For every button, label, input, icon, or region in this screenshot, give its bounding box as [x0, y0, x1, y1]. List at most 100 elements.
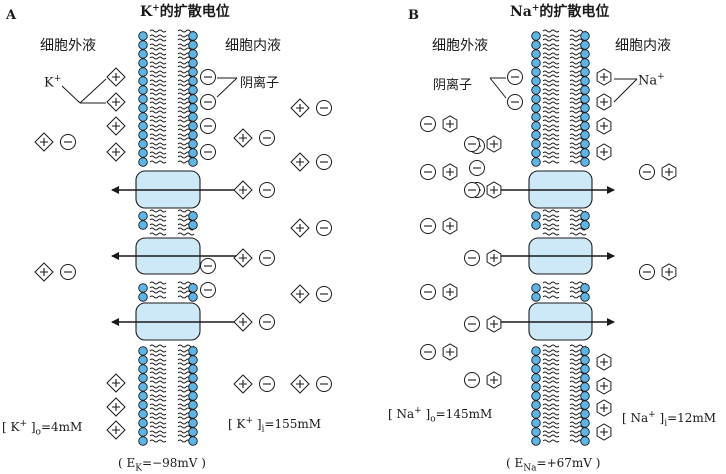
plus-sign	[112, 98, 120, 106]
plus-sign	[239, 380, 247, 388]
panel-b-lipid-tail	[542, 92, 560, 101]
panel-a-title-charge: +	[152, 3, 160, 14]
panel-a-lipid-head	[138, 427, 148, 437]
panel-a-lipid-head	[188, 76, 198, 86]
panel-a-lipid-head	[188, 382, 198, 392]
panel-b-lipid-head	[580, 103, 590, 113]
plus-sign	[112, 426, 120, 434]
panel-a-lipid-head	[138, 58, 148, 68]
panel-b-lipid-head	[531, 139, 541, 149]
panel-a-title-rest: 的扩散电位	[159, 4, 230, 20]
panel-b-na-ion	[486, 315, 502, 333]
panel-a-lipid-tail	[149, 101, 167, 110]
panel-a-k-ion	[106, 142, 126, 162]
panel-b-lipid-tail	[542, 362, 560, 371]
panel-a-lipid-tail	[149, 380, 167, 389]
panel-b-lipid-tail	[542, 146, 560, 155]
panel-a-lipid-tail	[149, 389, 167, 398]
panel-a-anion-ion	[316, 220, 332, 236]
panel-a-anion-ion	[316, 376, 332, 392]
panel-a-lipid-tail	[149, 434, 167, 443]
plus-sign	[296, 380, 304, 388]
panel-b-lipid-tail	[542, 281, 560, 290]
plus-sign	[296, 104, 304, 112]
panel-a-cation-charge: +	[53, 74, 62, 84]
panel-a-lipid-tail	[149, 155, 167, 164]
panel-a-lipid-tail	[149, 353, 167, 362]
plus-sign	[490, 254, 498, 262]
panel-b-lipid-tail	[542, 434, 560, 443]
panel-b-lipid-head	[580, 220, 590, 230]
panel-a-k-ion	[290, 218, 310, 238]
panel-b-anion-ion	[464, 136, 480, 152]
panel-b-title: Na+的扩散电位	[510, 1, 609, 21]
panel-b-lipid-head	[531, 130, 541, 140]
plus-sign	[112, 379, 120, 387]
plus-sign	[490, 320, 498, 328]
plus-sign	[446, 348, 454, 356]
panel-b-title-rest: 的扩散电位	[539, 4, 610, 20]
plus-sign	[239, 186, 247, 194]
panel-a-lipid-tail	[149, 362, 167, 371]
plus-sign	[600, 73, 608, 81]
plus-sign	[296, 290, 304, 298]
panel-b-anion-ion	[464, 316, 480, 332]
panel-b-lipid-tail	[542, 353, 560, 362]
panel-a-outside-label: 细胞外液	[40, 38, 96, 54]
panel-b-lipid-head	[580, 355, 590, 365]
panel-a-conc-in-charge: +	[245, 416, 254, 426]
panel-b-lipid-head	[580, 382, 590, 392]
panel-b-na-ion	[442, 115, 458, 133]
panel-a-lipid-head	[188, 157, 198, 167]
plus-sign	[40, 268, 48, 276]
panel-b-eq-sub: Na	[523, 463, 537, 474]
panel-a-anion-ion	[259, 130, 275, 146]
plus-sign	[296, 224, 304, 232]
panel-b-lipid-head	[531, 40, 541, 50]
panel-a-k-ion	[106, 67, 126, 87]
panel-b-conc-outside: [ Na+ ]o=145mM	[388, 406, 493, 425]
panel-b-inside-label: 细胞内液	[615, 38, 671, 54]
panel-a-anion-ion	[259, 376, 275, 392]
panel-a-anion-ion	[60, 134, 76, 150]
panel-a-k-ion	[290, 152, 310, 172]
panel-a-eq-value: =−98mV	[142, 456, 198, 470]
panel-b-lipid-head	[580, 130, 590, 140]
panel-a-anion-ion	[60, 264, 76, 280]
plus-sign	[239, 134, 247, 142]
panel-a-lipid-tail	[149, 92, 167, 101]
panel-b-anion-ion	[507, 94, 523, 110]
panel-a-k-ion	[106, 116, 126, 136]
plus-sign	[600, 122, 608, 130]
panel-b-lipid-head	[580, 112, 590, 122]
panel-a-lipid-tail	[149, 146, 167, 155]
panel-a-lipid-head	[188, 130, 198, 140]
plus-sign	[600, 98, 608, 106]
panel-b-na-ion	[486, 135, 502, 153]
panel-a-anion-ion	[259, 314, 275, 330]
panel-b-equilibrium: ( ENa=+67mV )	[506, 456, 601, 474]
panel-b-lipid-tail	[542, 74, 560, 83]
panel-a-anion-ion	[200, 258, 216, 274]
panel-a-k-ion	[34, 132, 54, 152]
panel-b-conc-in-charge: +	[648, 410, 656, 420]
panel-b-lipid-head	[531, 49, 541, 59]
panel-b-lipid-head	[580, 373, 590, 383]
panel-b-na-ion	[661, 263, 677, 281]
panel-b-lipid-tail	[542, 65, 560, 74]
panel-b-lipid-head	[580, 157, 590, 167]
panel-b-anion-label: 阴离子	[433, 78, 473, 93]
panel-b-lipid-head	[531, 409, 541, 419]
panel-b-anion-ion	[469, 160, 485, 176]
panel-a-conc-out-sub: o	[35, 427, 41, 438]
plus-sign	[40, 138, 48, 146]
panel-b-title-charge: +	[531, 3, 540, 14]
panel-a-lipid-head	[138, 76, 148, 86]
panel-b-lipid-head	[531, 94, 541, 104]
panel-a-title-ion: K	[140, 4, 153, 20]
panel-a-lipid-tail	[149, 47, 167, 56]
panel-b-anion-ion	[464, 372, 480, 388]
panel-b-lipid-head	[580, 436, 590, 446]
panel-b-lipid-head	[531, 364, 541, 374]
